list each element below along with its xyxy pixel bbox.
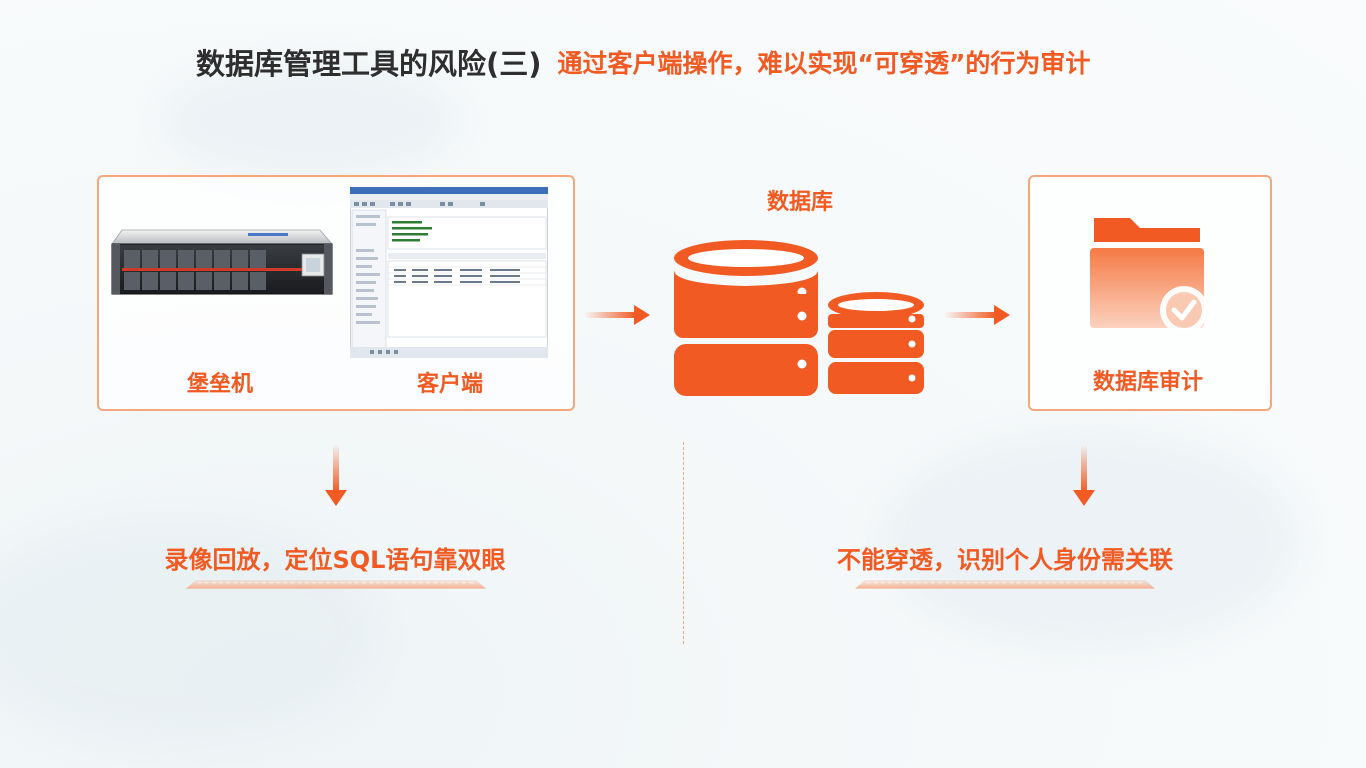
audit-folder-icon (1090, 218, 1208, 330)
server-icon (111, 229, 333, 295)
background-cloud (880, 430, 1300, 650)
client-label: 客户端 (416, 372, 483, 397)
arrow-right-icon (944, 305, 1010, 325)
outcome-right: 不能穿透，识别个人身份需关联 (837, 546, 1173, 574)
title-row: 数据库管理工具的风险(三) 通过客户端操作，难以实现“可穿透”的行为审计 (196, 40, 1090, 84)
arrow-down-icon (1073, 444, 1095, 506)
arrow-down-icon (325, 444, 347, 506)
page-title: 数据库管理工具的风险(三) (196, 47, 542, 81)
client-screenshot-icon (350, 187, 548, 358)
bastion-label: 堡垒机 (186, 372, 253, 397)
background-cloud (0, 520, 380, 740)
outcome-left-underline (186, 580, 486, 589)
outcome-right-underline (855, 580, 1155, 589)
outcome-left: 录像回放，定位SQL语句靠双眼 (164, 546, 506, 574)
audit-label: 数据库审计 (1092, 370, 1203, 395)
audit-box (1028, 175, 1272, 411)
background-cloud (160, 60, 460, 180)
database-label: 数据库 (766, 190, 833, 215)
database-icon (674, 240, 924, 396)
arrow-right-icon (584, 305, 650, 325)
divider (683, 442, 684, 644)
page-subtitle: 通过客户端操作，难以实现“可穿透”的行为审计 (557, 49, 1091, 78)
